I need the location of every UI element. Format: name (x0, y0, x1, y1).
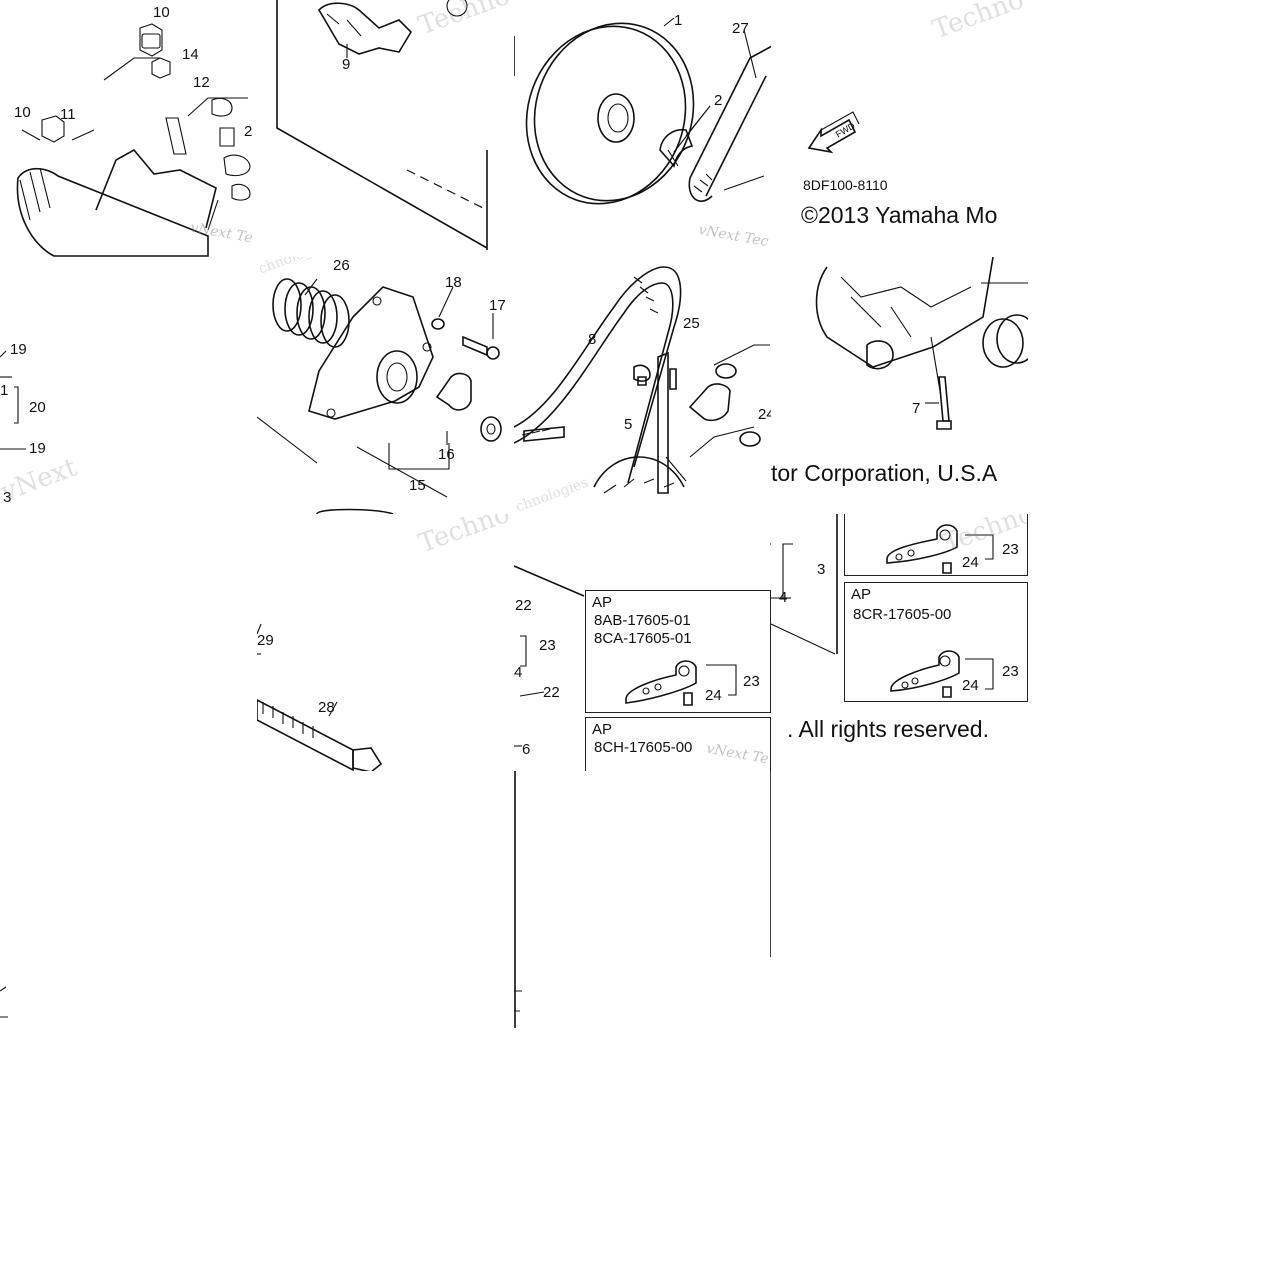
callout-3: 3 (817, 561, 826, 578)
callout-1: 1 (674, 12, 683, 29)
callout-19: 19 (10, 341, 27, 358)
part-code: 8DF100-8110 (803, 177, 888, 193)
alt-part-box-1: AP 8AB-17605-01 8CA-17605-01 23 24 (585, 590, 771, 713)
fwd-arrow-drawing (807, 111, 860, 154)
callout-17: 17 (489, 297, 506, 314)
callout-18: 18 (445, 274, 462, 291)
weights-b-drawing (771, 514, 838, 655)
alt-part-tag: AP (592, 594, 613, 611)
callout-10-b: 10 (14, 104, 31, 121)
callout-29: 29 (257, 632, 274, 649)
callout-27: 27 (732, 20, 749, 37)
diagram-tile-sheave: 1 27 2 vNext Tec (514, 0, 771, 257)
callout-8: 8 (588, 331, 597, 348)
callout-19-b: 19 (29, 440, 46, 457)
diagram-tile-bolt: 29 28 Techno (257, 514, 514, 771)
spring-cover-drawing (257, 278, 502, 514)
callout-11: 11 (60, 106, 76, 123)
callout-2: 2 (244, 123, 253, 140)
bolt-drawing (257, 623, 383, 771)
callout-24: 24 (758, 406, 771, 423)
callout-9: 9 (342, 56, 351, 73)
alt-part-tag: AP (851, 586, 872, 603)
callout-15: 15 (409, 477, 426, 494)
copyright-text-3: . All rights reserved. (787, 716, 989, 742)
alt-part-box-3: AP 8CR-17605-00 23 24 (844, 582, 1028, 702)
diagram-tile-belt: 8 25 5 24 chnologies (514, 257, 771, 514)
fork-housing-drawing (276, 0, 488, 250)
callout-24: 24 (962, 554, 979, 571)
copyright-text-2: tor Corporation, U.S.A (771, 460, 998, 486)
callout-4: 4 (514, 664, 523, 681)
callout-24: 24 (962, 677, 979, 694)
callout-16: 16 (438, 446, 455, 463)
belt-drawing (514, 266, 770, 494)
diagram-tile-lower (514, 771, 771, 1028)
diagram-tile-secondary: 7 tor Corporation, U.S.A (771, 257, 1028, 514)
callout-14: 14 (182, 46, 199, 63)
diagram-tile-left-edge: 19 1 20 19 3 vNext (0, 257, 257, 514)
alt-part-tag: AP (592, 721, 613, 738)
callout-7: 7 (912, 400, 921, 417)
alt-part-number: 8AB-17605-01 (594, 612, 691, 629)
callout-10: 10 (153, 4, 170, 21)
diagram-tile-shift-fork: 10 14 12 2 10 11 vNext Te (0, 0, 257, 257)
callout-23: 23 (1002, 541, 1019, 558)
weight-arm-drawing (886, 524, 994, 574)
alt-part-box-2: AP 8CH-17605-00 (585, 717, 771, 771)
shift-fork-drawing (16, 23, 251, 257)
callout-12: 12 (193, 74, 210, 91)
sheave-drawing (514, 17, 771, 205)
callout-3: 3 (3, 489, 12, 506)
callout-6: 6 (522, 741, 531, 758)
callout-23: 23 (1002, 663, 1019, 680)
lower-drawing (514, 771, 771, 1028)
diagram-tile-weights-b: 23 24 AP 8CR-17605-00 23 24 3 4 . All ri… (771, 514, 1028, 771)
diagram-tile-spring-cover: 26 18 17 16 15 chnologies (257, 257, 514, 514)
callout-25: 25 (683, 315, 700, 332)
callout-2-b: 2 (714, 92, 723, 109)
callout-22: 22 (515, 597, 532, 614)
alt-part-box-3-top: 23 24 (844, 514, 1028, 576)
callout-23: 23 (743, 673, 760, 690)
callout-22-b: 22 (543, 684, 560, 701)
weight-arm-drawing (625, 660, 737, 706)
copyright-text-1: ©2013 Yamaha Mo (801, 202, 998, 228)
callout-20: 20 (29, 399, 46, 416)
diagram-tile-lower-left (0, 771, 257, 1028)
diagram-tile-weights-a: AP 8AB-17605-01 8CA-17605-01 23 24 AP 8C… (514, 514, 771, 771)
callout-5: 5 (624, 416, 633, 433)
lower-left-drawing (0, 986, 8, 1018)
alt-part-number: 8CR-17605-00 (853, 606, 952, 623)
callout-26: 26 (333, 257, 350, 274)
diagram-tile-title: FWD 8DF100-8110 ©2013 Yamaha Mo Techno (771, 0, 1028, 257)
secondary-drawing (815, 257, 1028, 430)
callout-28: 28 (318, 699, 335, 716)
callout-23: 23 (539, 637, 556, 654)
alt-part-number: 8CA-17605-01 (594, 630, 692, 647)
weight-arm-drawing (890, 650, 994, 698)
callout-4: 4 (779, 589, 788, 606)
callout-24: 24 (705, 687, 722, 704)
callout-1-b: 1 (0, 382, 9, 399)
left-edge-drawing (0, 350, 26, 450)
diagram-tile-fork-housing: 9 Techno (257, 0, 514, 257)
alt-part-number: 8CH-17605-00 (594, 739, 693, 756)
